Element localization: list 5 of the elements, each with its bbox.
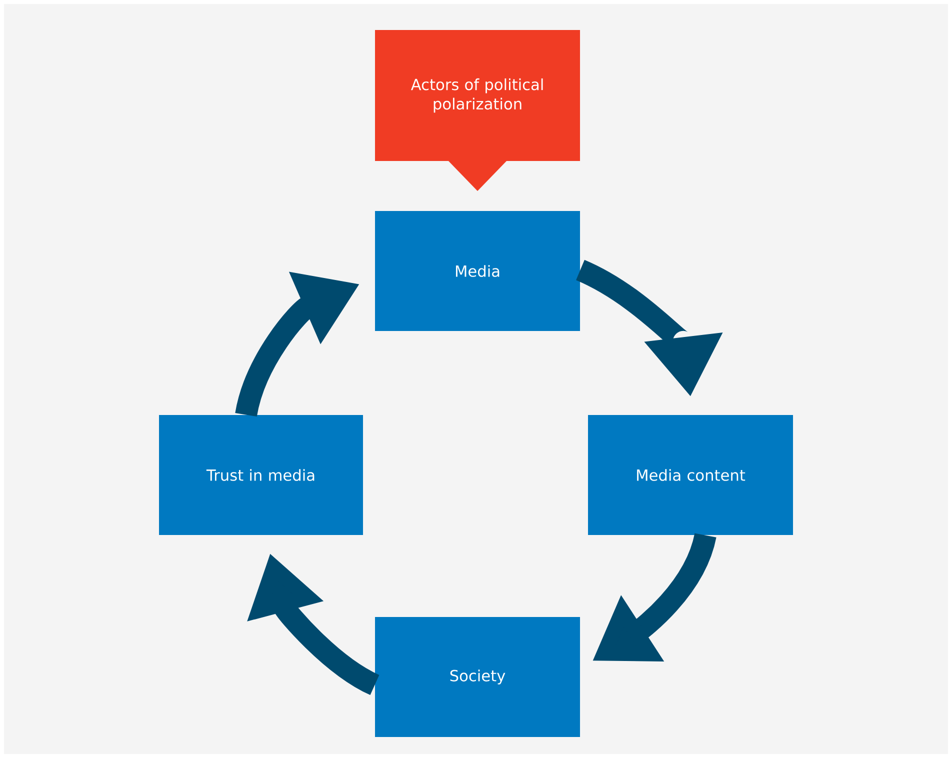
callout-box: Actors of political polarization [375,30,580,191]
process-box: Media [375,211,580,331]
process-box: Society [375,617,580,737]
process-box: Media content [588,415,793,535]
process-box: Trust in media [159,415,363,535]
